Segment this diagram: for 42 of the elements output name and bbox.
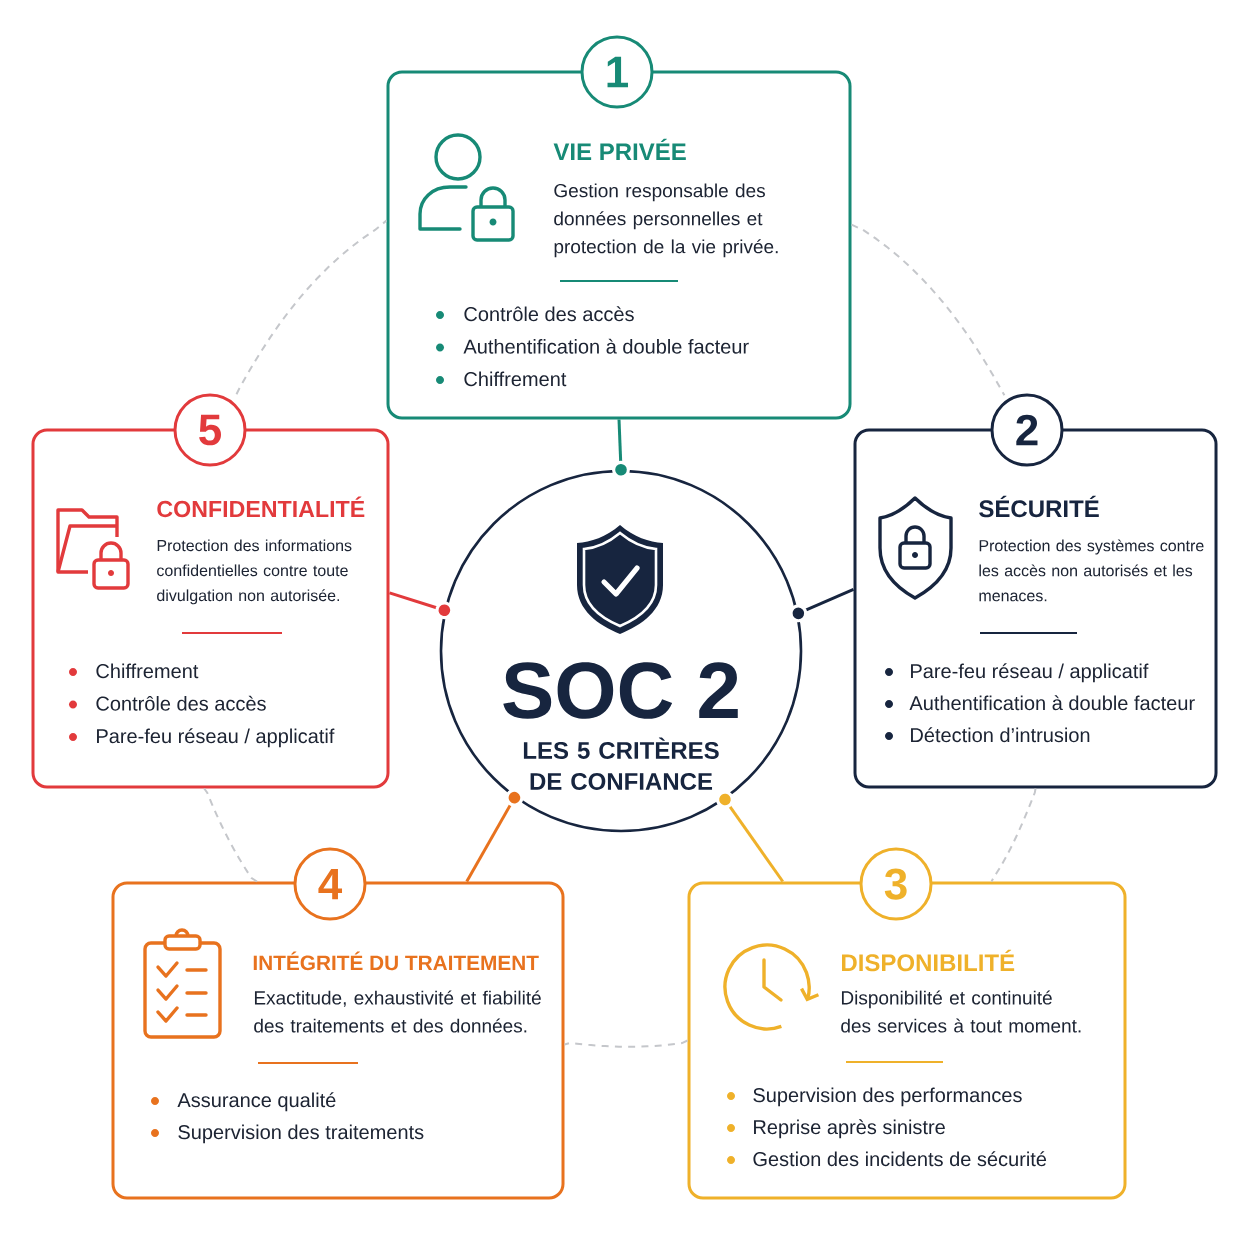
curved-line xyxy=(990,787,1037,883)
description: Exactitude, exhaustivité et fiabilité des traitements et des données. xyxy=(254,990,541,1033)
connector-line xyxy=(789,588,855,623)
heading: DISPONIBILITÉ xyxy=(842,949,1015,972)
list-item: Supervision des traitements xyxy=(178,1124,424,1144)
heading: CONFIDENTIALITÉ xyxy=(157,496,365,518)
list-item: Pare-feu réseau / applicatif xyxy=(97,728,335,748)
subtitle: LES 5 CRITÈRES DE CONFIANCE xyxy=(523,737,719,790)
central-circle xyxy=(439,469,803,833)
heading: INTÉGRITÉ DU TRAITEMENT xyxy=(253,951,539,971)
list-item: Pare-feu réseau / applicatif xyxy=(911,663,1149,683)
number-badge: 3 xyxy=(859,847,933,921)
number-badge: 1 xyxy=(580,35,654,109)
list-item: Contrôle des accès xyxy=(96,695,266,711)
number-badge: 4 xyxy=(293,847,367,921)
number-badge: 5 xyxy=(173,393,247,467)
list-item: Gestion des incidents de sécurité xyxy=(753,1151,1047,1167)
connector-line xyxy=(389,591,454,620)
description: Disponibilité et continuité des services à tout moment. xyxy=(841,990,1081,1033)
heading: SÉCURITÉ xyxy=(979,495,1099,518)
list-item: Authentification à double facteur xyxy=(463,338,749,354)
list-item: Authentification à double facteur xyxy=(909,695,1195,711)
list-item: Contrôle des accès xyxy=(464,306,634,322)
description: Protection des systèmes contre les accès non autorisés et les menaces. xyxy=(979,539,1204,602)
description: Gestion responsable des données personnelles et protection de la vie privée. xyxy=(554,183,778,258)
main-title: SOC 2 xyxy=(503,662,738,719)
connector-line xyxy=(465,788,524,883)
list-item: Reprise après sinistre xyxy=(754,1119,945,1139)
curved-line xyxy=(203,787,258,883)
list-item: Supervision des performances xyxy=(753,1087,1022,1107)
curved-line xyxy=(850,223,1006,397)
list-item: Chiffrement xyxy=(96,663,199,679)
list-item: Détection d’intrusion xyxy=(911,727,1090,743)
list-item: Assurance qualité xyxy=(177,1092,336,1112)
connector-line xyxy=(612,419,630,479)
curved-line xyxy=(563,1039,689,1048)
number-badge: 2 xyxy=(990,393,1064,467)
heading: VIE PRIVÉE xyxy=(553,138,686,160)
description: Protection des informations confidentielles contre toute divulgation non autorisée. xyxy=(157,539,352,605)
list-item: Chiffrement xyxy=(464,371,567,387)
curved-line xyxy=(235,219,388,396)
connector-line xyxy=(716,790,784,883)
